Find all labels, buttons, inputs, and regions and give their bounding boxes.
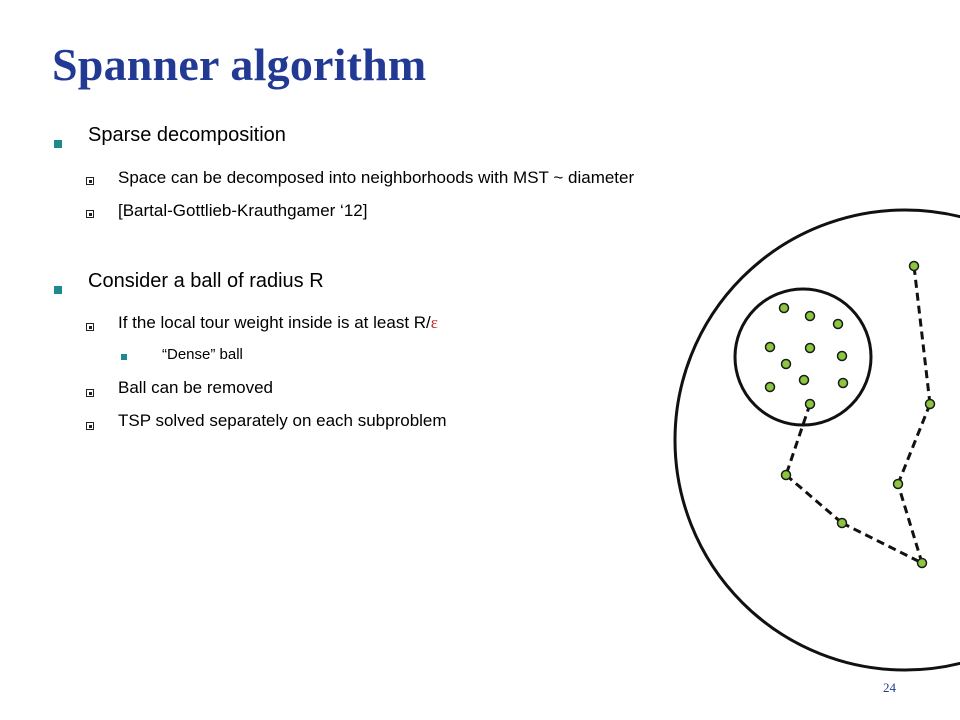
tour-edge bbox=[912, 265, 932, 405]
bullet-sparse-decomposition: Sparse decomposition bbox=[88, 124, 286, 146]
tour-edge bbox=[896, 403, 932, 485]
page-number: 24 bbox=[883, 680, 896, 695]
dense-inner-ball bbox=[733, 287, 873, 427]
tour-point bbox=[836, 517, 848, 529]
dense-point bbox=[778, 302, 790, 314]
tour-edge bbox=[784, 403, 812, 476]
bullet-marker bbox=[121, 354, 127, 360]
dense-point bbox=[804, 342, 816, 354]
tour-point bbox=[780, 469, 792, 481]
bullet-ball-removed: Ball can be removed bbox=[118, 378, 273, 397]
dense-point bbox=[832, 318, 844, 330]
tour-edge bbox=[841, 521, 923, 565]
dense-point bbox=[764, 341, 776, 353]
bullet-bgk-citation: [Bartal-Gottlieb-Krauthgamer ‘12] bbox=[118, 201, 368, 220]
tour-point bbox=[804, 398, 816, 410]
bullet-consider-ball: Consider a ball of radius R bbox=[88, 270, 324, 292]
tour-edge bbox=[785, 473, 843, 525]
dense-point bbox=[764, 381, 776, 393]
hollow-square-bullet-icon bbox=[86, 422, 94, 430]
tour-point bbox=[916, 557, 928, 569]
bullet-dense-ball: “Dense” ball bbox=[162, 346, 243, 363]
slide-title: Spanner algorithm bbox=[52, 39, 427, 90]
dense-point bbox=[837, 377, 849, 389]
bullet-marker bbox=[54, 140, 62, 148]
bullet-local-tour-weight: If the local tour weight inside is at le… bbox=[118, 313, 438, 333]
tour-edge bbox=[896, 483, 924, 564]
hollow-square-bullet-icon bbox=[86, 210, 94, 218]
hollow-square-bullet-icon bbox=[86, 323, 94, 331]
points bbox=[764, 260, 936, 569]
bullet-space-decomposed: Space can be decomposed into neighborhoo… bbox=[118, 168, 635, 187]
hollow-square-bullet-icon bbox=[86, 389, 94, 397]
outer-ball bbox=[673, 208, 960, 672]
epsilon-symbol: ε bbox=[430, 313, 438, 332]
dense-point bbox=[798, 374, 810, 386]
bullet-marker bbox=[54, 286, 62, 294]
bullet-local-tour-weight-text: If the local tour weight inside is at le… bbox=[118, 313, 431, 332]
tour-point bbox=[908, 260, 920, 272]
bullet-tsp-subproblem: TSP solved separately on each subproblem bbox=[118, 411, 447, 430]
tour-point bbox=[892, 478, 904, 490]
dense-point bbox=[836, 350, 848, 362]
tour-point bbox=[924, 398, 936, 410]
dense-point bbox=[804, 310, 816, 322]
hollow-square-bullet-icon bbox=[86, 177, 94, 185]
tour-edges bbox=[784, 265, 932, 565]
dense-point bbox=[780, 358, 792, 370]
